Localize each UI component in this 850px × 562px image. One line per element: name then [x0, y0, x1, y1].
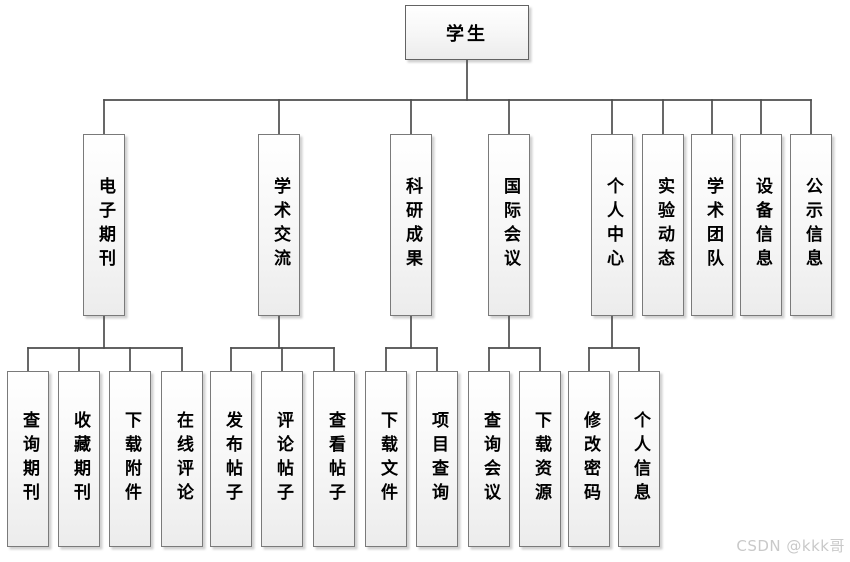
node-comment-post: 评论帖子: [261, 371, 303, 547]
node-query-conference: 查询会议: [468, 371, 510, 547]
node-online-comment: 在线评论: [161, 371, 203, 547]
node-student-root: 学生: [405, 5, 529, 60]
node-download-resource: 下载资源: [519, 371, 561, 547]
watermark: CSDN @kkk哥: [736, 537, 845, 555]
node-equipment-info: 设备信息: [740, 134, 782, 316]
node-project-query: 项目查询: [416, 371, 458, 547]
node-personal-center: 个人中心: [591, 134, 633, 316]
node-favorite-journal: 收藏期刊: [58, 371, 100, 547]
node-download-file: 下载文件: [365, 371, 407, 547]
node-research-results: 科研成果: [390, 134, 432, 316]
node-publish-post: 发布帖子: [210, 371, 252, 547]
node-download-attachment: 下载附件: [109, 371, 151, 547]
node-query-journal: 查询期刊: [7, 371, 49, 547]
node-experiment-news: 实验动态: [642, 134, 684, 316]
node-academic-exchange: 学术交流: [258, 134, 300, 316]
node-academic-team: 学术团队: [691, 134, 733, 316]
node-public-info: 公示信息: [790, 134, 832, 316]
node-electronic-journal: 电子期刊: [83, 134, 125, 316]
node-personal-info: 个人信息: [618, 371, 660, 547]
node-international-conference: 国际会议: [488, 134, 530, 316]
node-change-password: 修改密码: [568, 371, 610, 547]
node-view-post: 查看帖子: [313, 371, 355, 547]
